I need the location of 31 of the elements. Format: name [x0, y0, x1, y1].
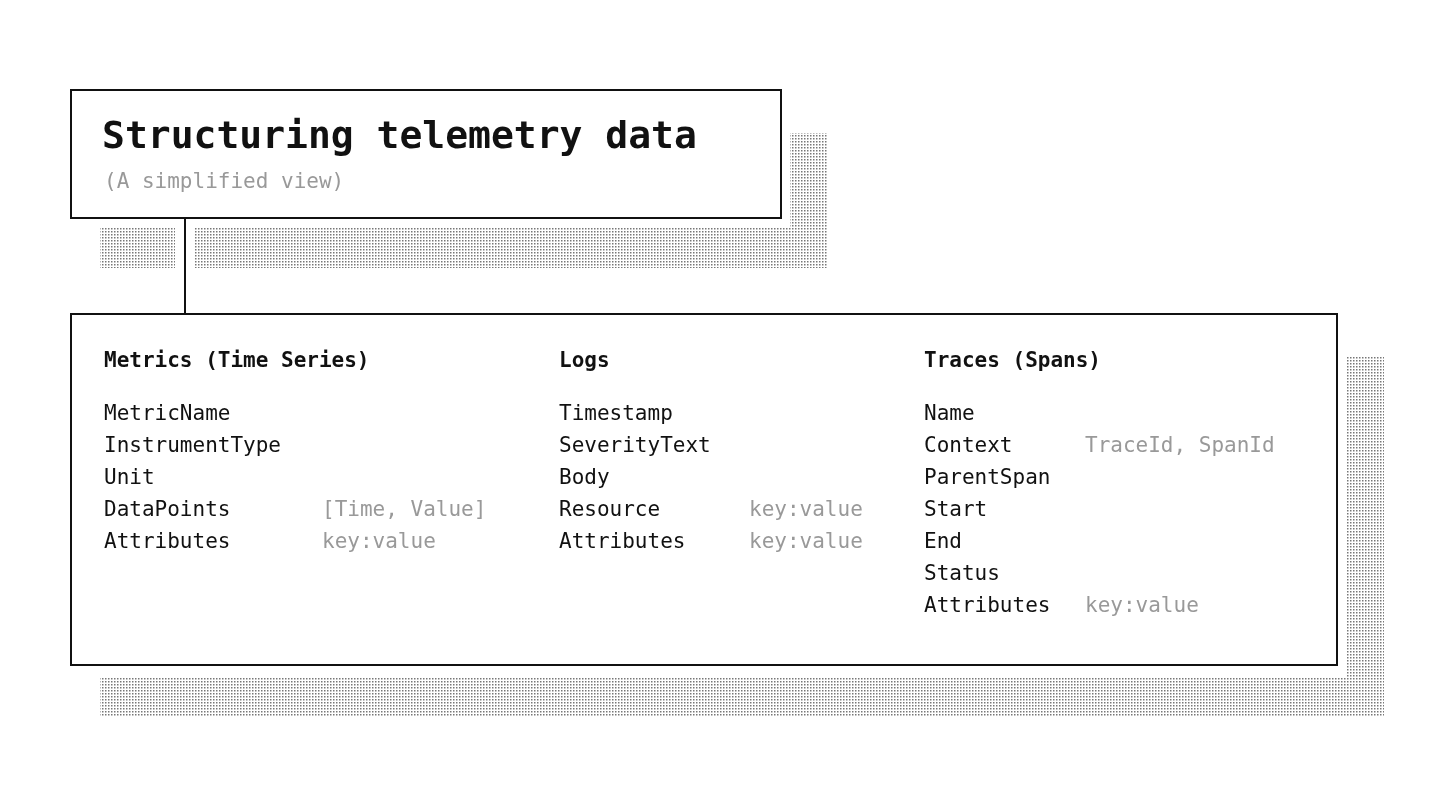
field-name: Body: [559, 465, 610, 489]
connector-line: [184, 218, 186, 314]
field-value: key:value: [749, 497, 863, 521]
field-name: InstrumentType: [104, 433, 281, 457]
title-text: Structuring telemetry data: [102, 113, 697, 157]
field-name: Unit: [104, 465, 155, 489]
field-value: key:value: [322, 529, 436, 553]
field-name: Resource: [559, 497, 661, 521]
field-name: ParentSpan: [924, 465, 1051, 489]
title-box: [70, 89, 782, 219]
field-name: Context: [924, 433, 1013, 457]
field-name: Timestamp: [559, 401, 673, 425]
subtitle-text: (A simplified view): [104, 169, 345, 193]
column-heading: Traces (Spans): [924, 348, 1101, 372]
field-name: DataPoints: [104, 497, 231, 521]
field-value: key:value: [1085, 593, 1199, 617]
field-value: key:value: [749, 529, 863, 553]
field-value: [Time, Value]: [322, 497, 487, 521]
field-name: Start: [924, 497, 988, 521]
field-name: Status: [924, 561, 1000, 585]
field-name: End: [924, 529, 962, 553]
field-name: Attributes: [559, 529, 686, 553]
column-heading: Logs: [559, 348, 610, 372]
column-heading: Metrics (Time Series): [104, 348, 370, 372]
field-name: SeverityText: [559, 433, 711, 457]
field-name: Attributes: [924, 593, 1051, 617]
schema-box: [70, 313, 1338, 666]
field-value: TraceId, SpanId: [1085, 433, 1275, 457]
field-name: Name: [924, 401, 975, 425]
field-name: Attributes: [104, 529, 231, 553]
field-name: MetricName: [104, 401, 231, 425]
